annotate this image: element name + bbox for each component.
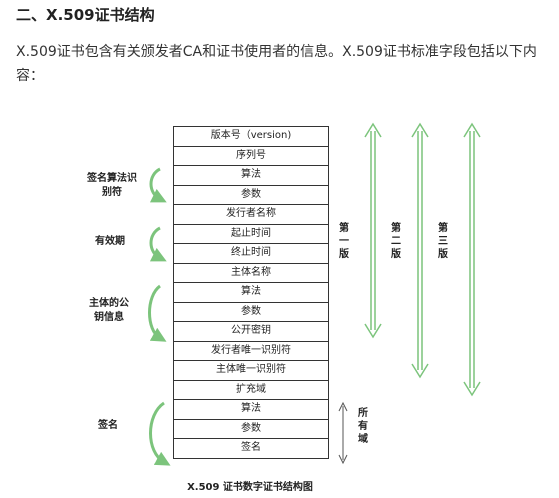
owned-fields-span-arrow xyxy=(338,401,348,465)
label-subject-public-key-info: 主体的公钥信息 xyxy=(89,298,129,323)
label-signature-algorithm-identifier: 签名算法识别符 xyxy=(87,173,137,198)
field-issuer-name: 发行者名称 xyxy=(174,205,328,225)
label-signature: 签名 xyxy=(98,420,118,431)
label-version-2: 第二版 xyxy=(391,223,401,260)
field-cert-signature-algorithm: 算法 xyxy=(174,400,328,420)
label-version-1: 第一版 xyxy=(339,223,349,260)
field-not-after: 终止时间 xyxy=(174,244,328,264)
field-public-key: 公开密钥 xyxy=(174,322,328,342)
field-issuer-unique-id: 发行者唯一识别符 xyxy=(174,342,328,361)
page-heading: 二、X.509证书结构 xyxy=(16,6,155,24)
label-validity: 有效期 xyxy=(95,236,125,247)
field-version: 版本号（version) xyxy=(174,127,328,147)
diagram-caption: X.509 证书数字证书结构图 xyxy=(187,482,313,493)
label-version-3: 第三版 xyxy=(438,223,448,260)
field-subject-unique-id: 主体唯一识别符 xyxy=(174,361,328,381)
field-pubkey-algorithm: 算法 xyxy=(174,283,328,303)
field-serial-number: 序列号 xyxy=(174,147,328,166)
label-owned-fields: 所有域 xyxy=(358,408,368,445)
curved-arrow-public-key-info xyxy=(148,284,167,342)
version-3-span-arrow xyxy=(463,122,481,397)
field-signature-algorithm: 算法 xyxy=(174,166,328,186)
field-signature-value: 签名 xyxy=(174,439,328,459)
field-pubkey-parameters: 参数 xyxy=(174,303,328,322)
curved-arrow-validity xyxy=(149,226,167,262)
curved-arrow-signature-algorithm xyxy=(149,167,167,203)
curved-arrow-signature xyxy=(149,401,171,466)
version-1-span-arrow xyxy=(364,122,382,339)
field-extensions: 扩充域 xyxy=(174,381,328,400)
version-2-span-arrow xyxy=(411,122,429,379)
field-cert-signature-parameters: 参数 xyxy=(174,420,328,439)
certificate-field-table: 版本号（version) 序列号 算法 参数 发行者名称 起止时间 终止时间 主… xyxy=(173,126,329,459)
intro-paragraph: X.509证书包含有关颁发者CA和证书使用者的信息。X.509证书标准字段包括以… xyxy=(16,44,537,84)
field-not-before: 起止时间 xyxy=(174,225,328,244)
field-subject-name: 主体名称 xyxy=(174,264,328,283)
field-signature-parameters: 参数 xyxy=(174,186,328,205)
